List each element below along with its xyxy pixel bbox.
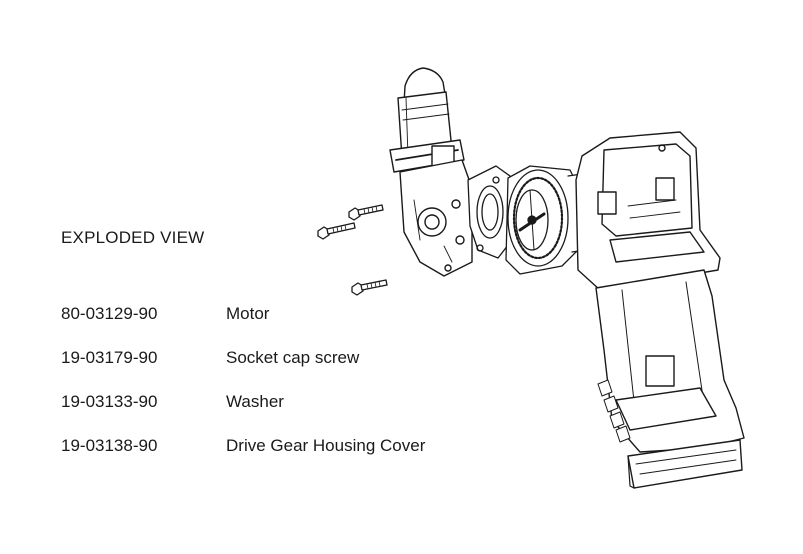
parts-list: 80-03129-90 Motor 19-03179-90 Socket cap… — [61, 292, 481, 468]
part-description: Washer — [226, 392, 284, 411]
socket-cap-screw-lower — [352, 280, 387, 295]
socket-cap-screw-upper — [349, 205, 383, 220]
part-row: 19-03138-90 Drive Gear Housing Cover — [61, 424, 481, 468]
part-number: 80-03129-90 — [61, 304, 158, 323]
diagram-title: EXPLODED VIEW — [61, 228, 205, 247]
part-description: Socket cap screw — [226, 348, 360, 367]
socket-cap-screw-middle — [318, 223, 355, 239]
part-description: Motor — [226, 304, 270, 323]
drive-gear-housing-cover — [506, 166, 598, 274]
part-row: 19-03133-90 Washer — [61, 380, 481, 424]
part-row: 19-03179-90 Socket cap screw — [61, 336, 481, 380]
part-row: 80-03129-90 Motor — [61, 292, 481, 336]
bracket-housing — [576, 132, 744, 488]
part-description: Drive Gear Housing Cover — [226, 436, 426, 455]
part-number: 19-03133-90 — [61, 392, 158, 411]
part-number: 19-03179-90 — [61, 348, 158, 367]
washer — [468, 166, 512, 258]
part-number: 19-03138-90 — [61, 436, 158, 455]
motor — [390, 68, 472, 276]
